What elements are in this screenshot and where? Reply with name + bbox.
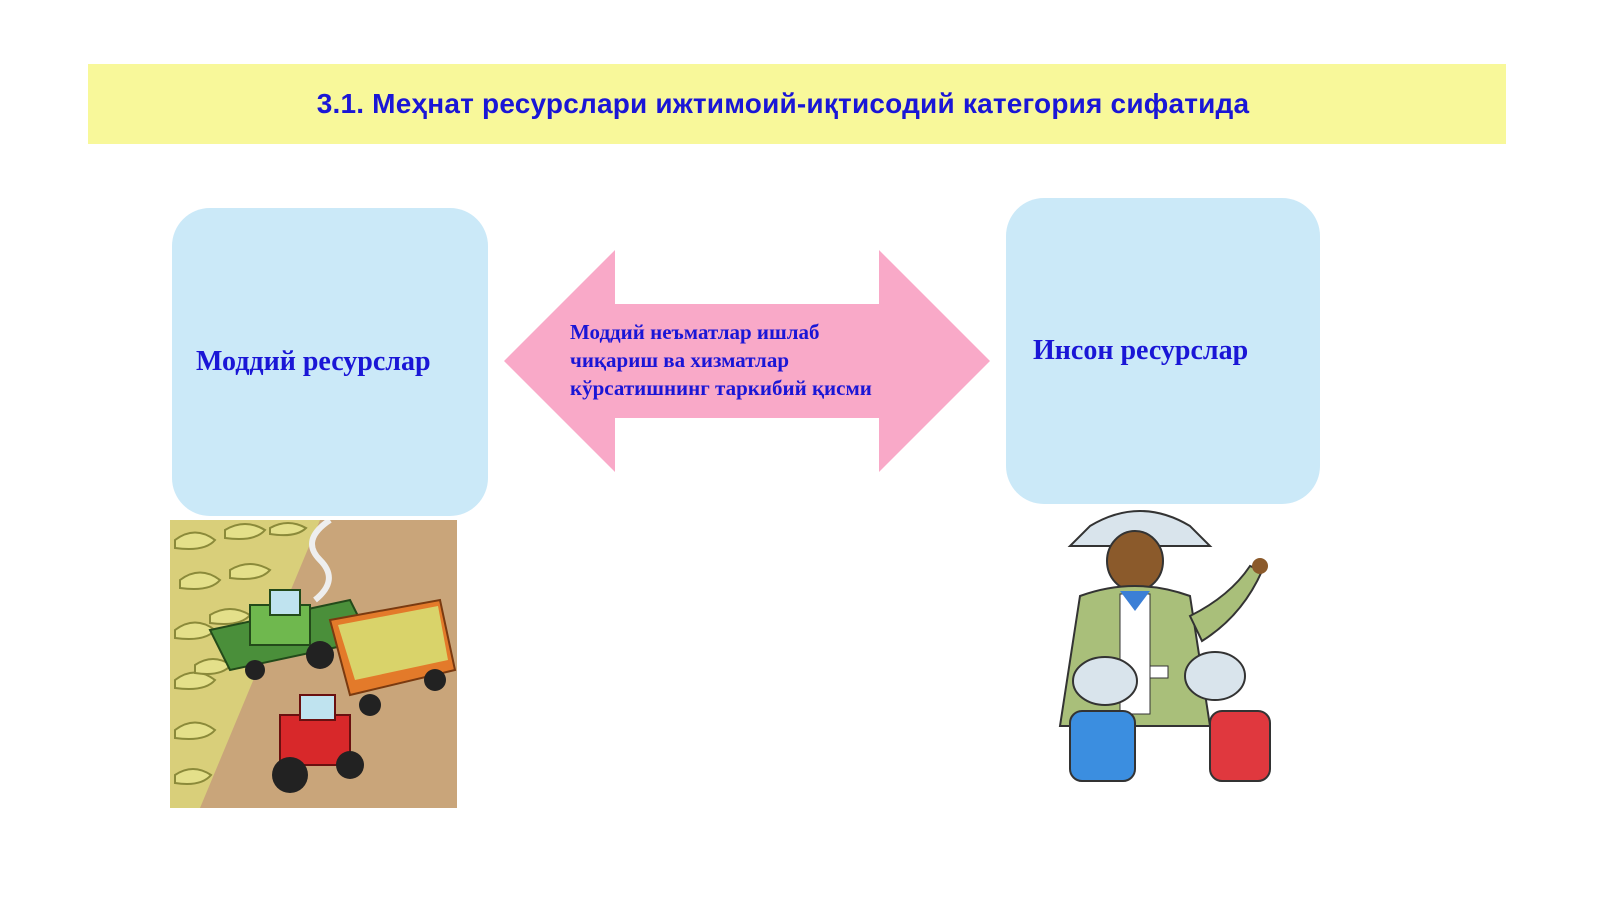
double-arrow: Моддий неъматлар ишлаб чиқариш ва хизмат…	[504, 250, 990, 472]
material-resources-label: Моддий ресурслар	[196, 346, 431, 377]
material-resources-box: Моддий ресурслар	[172, 208, 488, 516]
double-arrow-shape	[504, 250, 990, 472]
human-resources-label: Инсон ресурслар	[1033, 335, 1249, 366]
workers-image	[1050, 506, 1300, 806]
workers-icon	[1058, 510, 1271, 782]
arrow-text-line-1: Моддий неъматлар ишлаб	[570, 320, 820, 344]
arrow-text-line-3: кўрсатишнинг таркибий қисми	[570, 376, 872, 400]
slide-title: 3.1. Меҳнат ресурслари ижтимоий-иқтисоди…	[316, 88, 1250, 119]
human-resources-box: Инсон ресурслар	[1006, 198, 1320, 504]
farm-machinery-icon	[170, 517, 457, 808]
farm-machinery-image	[170, 517, 457, 808]
title-band: 3.1. Меҳнат ресурслари ижтимоий-иқтисоди…	[88, 64, 1506, 144]
double-arrow-text: Моддий неъматлар ишлаб чиқариш ва хизмат…	[570, 318, 930, 402]
arrow-text-line-2: чиқариш ва хизматлар	[570, 348, 790, 372]
